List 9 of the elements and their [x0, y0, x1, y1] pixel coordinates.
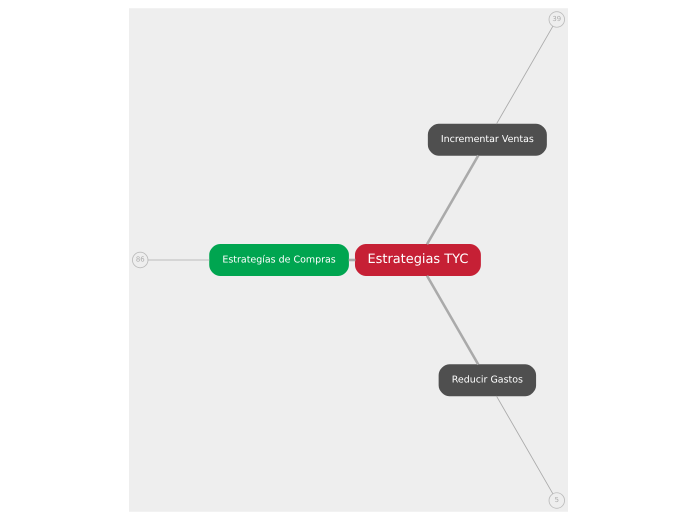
connector: [348, 258, 356, 262]
node-box: Incrementar Ventas: [428, 124, 547, 156]
node-box: Estrategías de Compras: [209, 244, 349, 276]
connector: [496, 396, 554, 494]
connector: [426, 275, 480, 366]
connector: [426, 154, 480, 245]
connector: [496, 26, 554, 124]
node-box: Estrategias TYC: [354, 244, 481, 276]
node-box: Reducir Gastos: [438, 364, 536, 396]
